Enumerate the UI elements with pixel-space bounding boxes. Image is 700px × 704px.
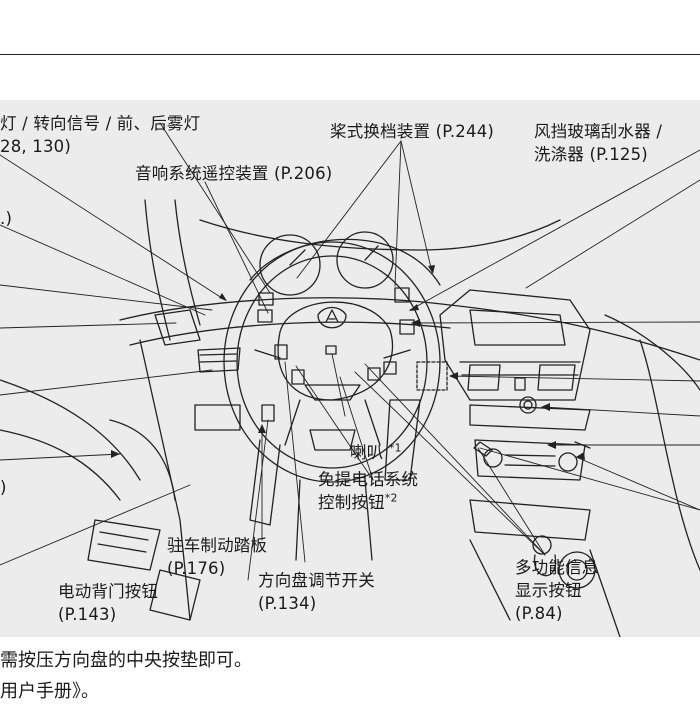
label-power-tailgate: 电动背门按钮 — [58, 582, 159, 601]
top-rule — [0, 54, 700, 55]
horn-text: 喇叭 — [350, 443, 384, 462]
label-parking-brake-page: (P.176) — [167, 559, 226, 578]
handsfree-buttons-text: 控制按钮 — [318, 493, 385, 512]
label-mid-buttons-2: 显示按钮 — [515, 581, 582, 600]
label-wiper: 风挡玻璃刮水器 / — [534, 122, 663, 141]
cockpit-illustration — [0, 122, 700, 637]
label-paddle-shift: 桨式换档装置 (P.244) — [330, 122, 495, 141]
body-text-line-2: 用户手册》。 — [0, 681, 99, 702]
label-handsfree-buttons: 控制按钮*2 — [318, 492, 398, 514]
label-audio-remote: 音响系统遥控装置 (P.206) — [135, 164, 333, 183]
label-steering-adjust: 方向盘调节开关 — [258, 571, 375, 590]
label-left-partial-b: ) — [0, 478, 7, 497]
label-lights-pages: 28, 130) — [0, 137, 72, 156]
label-lights-turn-fog: 灯 / 转向信号 / 前、后雾灯 — [0, 114, 201, 133]
label-horn: 喇叭 *1 — [350, 442, 402, 464]
body-text-line-1: 需按压方向盘的中央按垫即可。 — [0, 650, 252, 671]
label-wiper-washer: 洗涤器 (P.125) — [534, 145, 648, 164]
handsfree-footnote-mark: *2 — [384, 491, 398, 505]
label-power-tailgate-page: (P.143) — [58, 605, 117, 624]
label-mid-buttons: 多功能信息 — [515, 558, 599, 577]
label-parking-brake: 驻车制动踏板 — [167, 536, 268, 555]
label-handsfree: 免提电话系统 — [318, 470, 419, 489]
label-mid-buttons-page: (P.84) — [515, 604, 563, 623]
label-steering-adjust-page: (P.134) — [258, 594, 317, 613]
label-left-partial-a: .) — [0, 209, 13, 228]
horn-footnote-mark: *1 — [388, 441, 402, 455]
